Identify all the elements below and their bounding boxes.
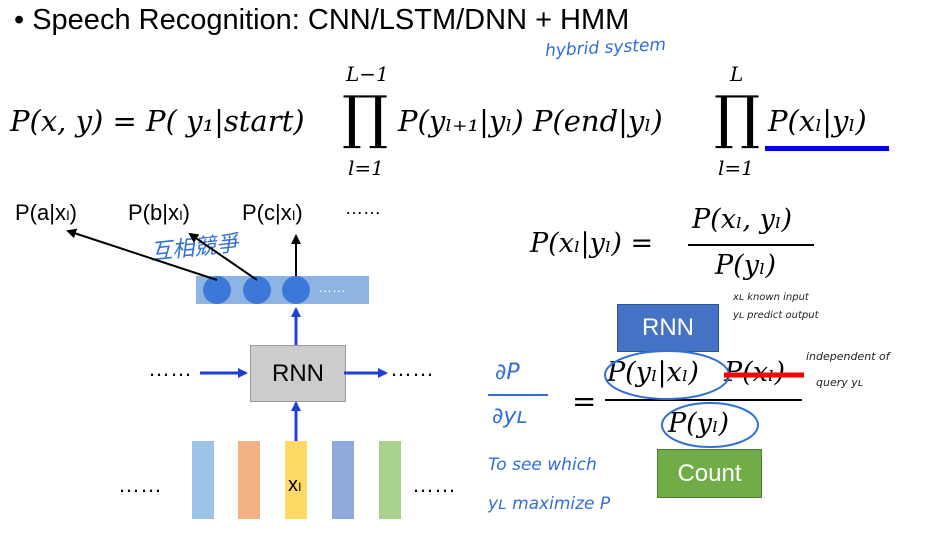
equation-2-equals: =: [572, 384, 597, 418]
output-node-3: [282, 276, 310, 304]
prob-b-label: P(b|xₗ): [128, 200, 190, 225]
output-node-1: [203, 276, 231, 304]
product-2-lower: l=1: [718, 156, 754, 180]
bayes-numerator: P(xₗ, yₗ): [692, 204, 792, 235]
input-frame-label: xₗ: [288, 474, 302, 496]
xl-known-input-note: xʟ known input: [733, 292, 809, 303]
input-right-dots: ……: [412, 472, 456, 497]
maximize-note: yʟ maximize P: [488, 494, 611, 514]
formula-lhs: P(x, y) = P( y₁|start): [10, 104, 305, 138]
slide-title: • Speech Recognition: CNN/LSTM/DNN + HMM: [14, 4, 630, 36]
rnn-block: RNN: [250, 345, 346, 402]
equation-2-fraction-bar: [605, 399, 802, 401]
hybrid-system-note: hybrid system: [544, 34, 667, 62]
independent-note: independent of: [806, 350, 890, 363]
rnn-button[interactable]: RNN: [617, 304, 719, 352]
product-1-lower: l=1: [348, 156, 384, 180]
product-2-symbol: ∏: [714, 83, 761, 151]
input-frame-5: [379, 441, 401, 519]
product-1-symbol: ∏: [342, 83, 389, 151]
rnn-right-dots: ……: [390, 356, 434, 381]
input-frame-4: [332, 441, 354, 519]
prob-c-label: P(c|xₗ): [242, 200, 303, 225]
output-layer-dots: ……: [318, 279, 346, 295]
output-node-2: [243, 276, 271, 304]
emission-term: P(xₗ|yₗ): [768, 104, 867, 138]
to-see-which-note: To see which: [488, 455, 597, 475]
bayes-lhs: P(xₗ|yₗ) =: [530, 228, 654, 259]
formula-transitions: P(yₗ₊₁|yₗ) P(end|yₗ): [398, 104, 663, 138]
prob-a-label: P(a|xₗ): [15, 200, 77, 225]
input-left-dots: ……: [118, 472, 162, 497]
input-frame-2: [238, 441, 260, 519]
compete-note: 互相競爭: [149, 231, 240, 266]
equation-2-prior-x: P(xₗ): [724, 357, 786, 388]
prob-more-dots: ……: [345, 198, 381, 218]
emission-underline: [765, 146, 889, 151]
yl-predict-output-note: yʟ predict output: [733, 310, 819, 321]
input-frame-current: [285, 441, 307, 519]
equation-2-denominator: P(yₗ): [668, 408, 730, 439]
bayes-denominator: P(yₗ): [715, 250, 777, 281]
product-2-upper: L: [730, 62, 744, 86]
derivative-denominator: ∂yʟ: [492, 404, 528, 429]
count-button[interactable]: Count: [657, 449, 762, 498]
derivative-bar: [488, 394, 548, 396]
query-yl-note: query yʟ: [816, 376, 864, 389]
derivative-numerator: ∂P: [495, 360, 520, 385]
rnn-left-dots: ……: [148, 356, 192, 381]
product-1-upper: L−1: [346, 62, 389, 86]
bayes-fraction-bar: [688, 244, 814, 246]
input-frame-1: [192, 441, 214, 519]
equation-2-likelihood: P(yₗ|xₗ): [607, 357, 699, 388]
